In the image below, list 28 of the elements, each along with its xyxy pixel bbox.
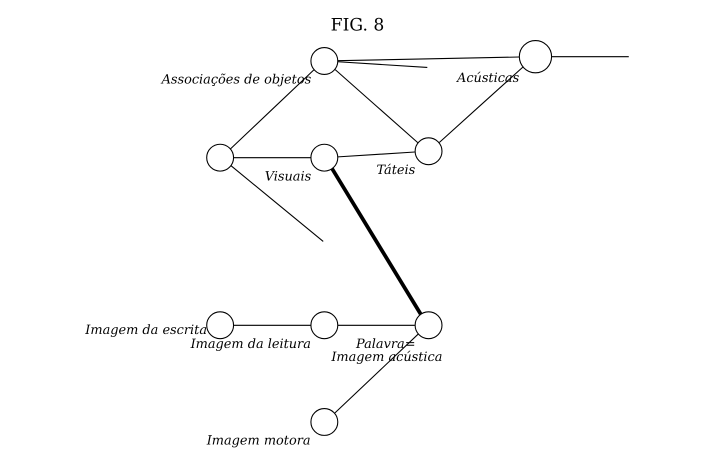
node-circle xyxy=(310,144,338,172)
node-label: Táteis xyxy=(376,162,416,178)
connector xyxy=(438,66,524,143)
connector xyxy=(338,324,415,326)
node-label: Imagem da leitura xyxy=(190,336,311,352)
connector xyxy=(234,157,311,158)
diagram-title: FIG. 8 xyxy=(330,16,384,36)
node-circle xyxy=(310,47,338,75)
node-circle xyxy=(518,40,552,74)
node-circle xyxy=(414,311,443,340)
node-circle xyxy=(206,311,234,340)
connector xyxy=(334,334,418,414)
node-circle xyxy=(206,144,234,172)
connector xyxy=(234,324,311,326)
node-circle xyxy=(310,311,338,340)
connector xyxy=(552,56,629,58)
node-circle xyxy=(310,408,338,436)
connector xyxy=(230,70,314,150)
connector xyxy=(230,165,324,242)
node-label: Imagem motora xyxy=(206,434,311,449)
node-label: Visuais xyxy=(264,169,312,184)
connector xyxy=(338,151,415,158)
connector xyxy=(338,61,428,68)
node-circle xyxy=(414,137,443,166)
node-label: Imagem da escrita xyxy=(85,322,207,338)
connector xyxy=(338,56,520,62)
connector xyxy=(334,69,418,144)
connector xyxy=(330,168,422,315)
